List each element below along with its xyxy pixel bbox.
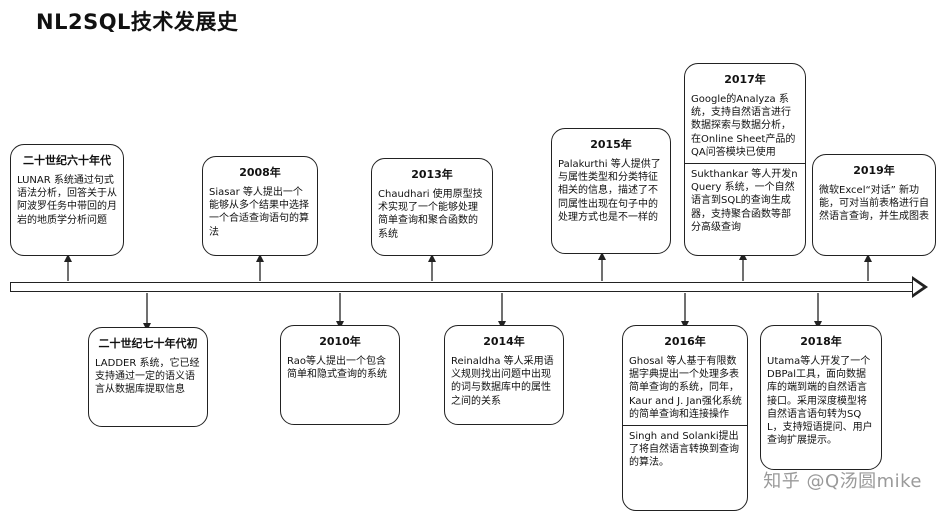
event-year: 2018年	[800, 335, 842, 348]
event-year: 2015年	[590, 138, 632, 151]
event-year: 2008年	[239, 166, 281, 179]
timeline-axis	[10, 282, 918, 292]
event-text: Ghosal 等人基于有限数据字典提出一个处理多表简单查询的系统，同年，Kaur…	[629, 356, 742, 420]
event-text: Palakurthi 等人提供了与属性类型和分类特征相关的信息，描述了不同属性出…	[558, 159, 661, 223]
event-card-2008: 2008年 Siasar 等人提出一个能够从多个结果中选择一个合适查询语句的算法	[202, 156, 318, 256]
event-year: 2013年	[411, 168, 453, 181]
card-divider	[623, 425, 747, 427]
watermark: 知乎 @Q汤圆mike	[763, 471, 922, 492]
card-divider	[685, 163, 805, 165]
event-card-2019: 2019年 微软Excel“对话” 新功能，可对当前表格进行自然语言查询，并生成…	[812, 154, 936, 256]
event-text-2: Sukthankar 等人开发nQuery 系统，一个自然语言到SQL的查询生成…	[691, 169, 798, 233]
event-card-2015: 2015年 Palakurthi 等人提供了与属性类型和分类特征相关的信息，描述…	[551, 128, 671, 254]
event-card-2018: 2018年 Utama等人开发了一个DBPal工具，面向数据库的端到端的自然语言…	[760, 325, 882, 470]
event-text-2: Singh and Solanki提出了将自然语言转换到查询的算法。	[629, 431, 739, 469]
event-year: 2017年	[724, 73, 766, 86]
event-card-2013: 2013年 Chaudhari 使用原型技术实现了一个能够处理简单查询和聚合函数…	[371, 158, 493, 256]
event-year: 二十世纪六十年代	[23, 154, 111, 167]
event-card-2010: 2010年 Rao等人提出一个包含简单和隐式查询的系统	[280, 325, 400, 425]
event-text: Rao等人提出一个包含简单和隐式查询的系统	[287, 356, 387, 381]
event-year: 二十世纪七十年代初	[98, 337, 198, 350]
event-text: LADDER 系统，它已经支持通过一定的语义语言从数据库提取信息	[95, 358, 200, 396]
event-text: 微软Excel“对话” 新功能，可对当前表格进行自然语言查询，并生成图表	[819, 185, 929, 223]
event-text: Chaudhari 使用原型技术实现了一个能够处理简单查询和聚合函数的系统	[378, 189, 483, 240]
event-text: Utama等人开发了一个DBPal工具，面向数据库的端到端的自然语言接口。采用深…	[767, 356, 873, 447]
event-card-2017: 2017年 Google的Analyza 系统，支持自然语言进行数据探索与数据分…	[684, 63, 806, 256]
event-year: 2019年	[853, 164, 895, 177]
event-card-1970s: 二十世纪七十年代初 LADDER 系统，它已经支持通过一定的语义语言从数据库提取…	[88, 327, 208, 427]
page-title: NL2SQL技术发展史	[36, 10, 239, 34]
event-card-1960s: 二十世纪六十年代 LUNAR 系统通过句式语法分析，回答关于从阿波罗任务中带回的…	[10, 144, 124, 256]
event-text: Siasar 等人提出一个能够从多个结果中选择一个合适查询语句的算法	[209, 187, 309, 238]
event-year: 2016年	[664, 335, 706, 348]
event-card-2014: 2014年 Reinaldha 等人采用语义规则找出问题中出现的词与数据库中的属…	[444, 325, 564, 425]
event-text: Google的Analyza 系统，支持自然语言进行数据探索与数据分析，在Onl…	[691, 94, 796, 158]
event-card-2016: 2016年 Ghosal 等人基于有限数据字典提出一个处理多表简单查询的系统，同…	[622, 325, 748, 511]
event-year: 2014年	[483, 335, 525, 348]
event-text: LUNAR 系统通过句式语法分析，回答关于从阿波罗任务中带回的月岩的地质学分析问…	[17, 175, 117, 226]
event-text: Reinaldha 等人采用语义规则找出问题中出现的词与数据库中的属性之间的关系	[451, 356, 554, 407]
event-year: 2010年	[319, 335, 361, 348]
